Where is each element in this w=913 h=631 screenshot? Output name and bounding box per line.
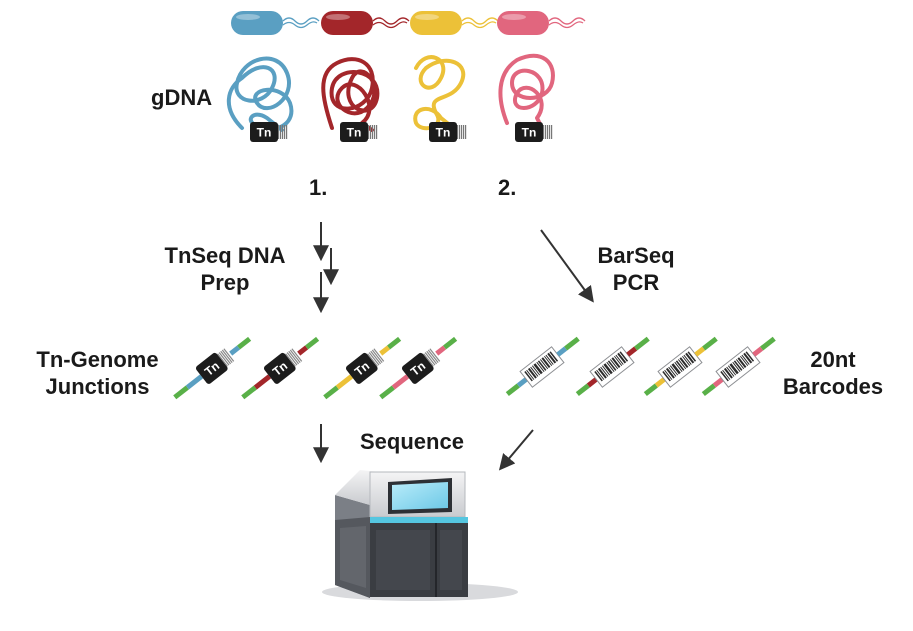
tn-tag-label: Tn xyxy=(522,126,537,140)
tn-tag-label: Tn xyxy=(257,126,272,140)
arrow-barcodes-to-sequencer xyxy=(498,429,534,471)
junctions-line-2: Junctions xyxy=(45,374,150,399)
barseq-pcr-line-2: PCR xyxy=(612,270,660,295)
junctions-line-1: Tn-Genome xyxy=(36,347,159,372)
barcode-icon xyxy=(715,346,761,388)
tn-tag-icon: Tn xyxy=(429,122,467,142)
tnseq-prep-label: TnSeq DNA Prep xyxy=(150,242,300,296)
tn-tag-icon: Tn xyxy=(515,122,553,142)
bacterium-yellow-icon xyxy=(410,11,499,35)
sequencer-icon xyxy=(322,470,518,601)
tn-tag-label: Tn xyxy=(436,126,451,140)
junction-fragment-red: Tn xyxy=(241,336,320,400)
bacterium-red-icon xyxy=(321,11,410,35)
bacterium-pink-icon xyxy=(497,11,586,35)
barcode-fragment-blue xyxy=(505,336,580,397)
gdna-coil-pink: Tn xyxy=(498,53,555,142)
junction-fragment-pink: Tn xyxy=(379,336,458,400)
step-1-label: 1. xyxy=(309,175,328,200)
barseq-pcr-label: BarSeq PCR xyxy=(586,242,686,296)
barcodes-line-2: Barcodes xyxy=(782,374,884,399)
tn-tag-label: Tn xyxy=(347,126,362,140)
barcodes-label: 20nt Barcodes xyxy=(768,346,898,400)
tn-genome-junctions-label: Tn-Genome Junctions xyxy=(20,346,175,400)
junction-fragment-yellow: Tn xyxy=(323,336,402,400)
barcode-icon xyxy=(589,346,635,388)
barcodes-line-1: 20nt xyxy=(810,347,856,372)
tnseq-prep-line-1: TnSeq DNA xyxy=(164,243,286,268)
gdna-coil-yellow: Tn xyxy=(413,55,467,142)
barcode-fragment-pink xyxy=(701,336,776,397)
barseq-pcr-line-1: BarSeq xyxy=(597,243,675,268)
step-2-label: 2. xyxy=(498,175,517,200)
gdna-coil-red: Tn xyxy=(321,57,380,142)
bacterium-blue-icon xyxy=(231,11,320,35)
barcode-fragment-yellow xyxy=(643,336,718,397)
gdna-label: gDNA xyxy=(151,85,213,110)
tnseq-prep-line-2: Prep xyxy=(200,270,250,295)
junction-fragment-blue: Tn xyxy=(173,336,252,400)
sequence-label: Sequence xyxy=(360,429,464,454)
barcode-icon xyxy=(519,346,565,388)
barcode-fragment-red xyxy=(575,336,650,397)
gdna-coil-blue: Tn xyxy=(226,56,294,142)
tn-tag-icon: Tn xyxy=(250,122,288,142)
barcode-icon xyxy=(657,346,703,388)
arrow-barseq xyxy=(540,229,594,303)
tn-tag-icon: Tn xyxy=(340,122,378,142)
